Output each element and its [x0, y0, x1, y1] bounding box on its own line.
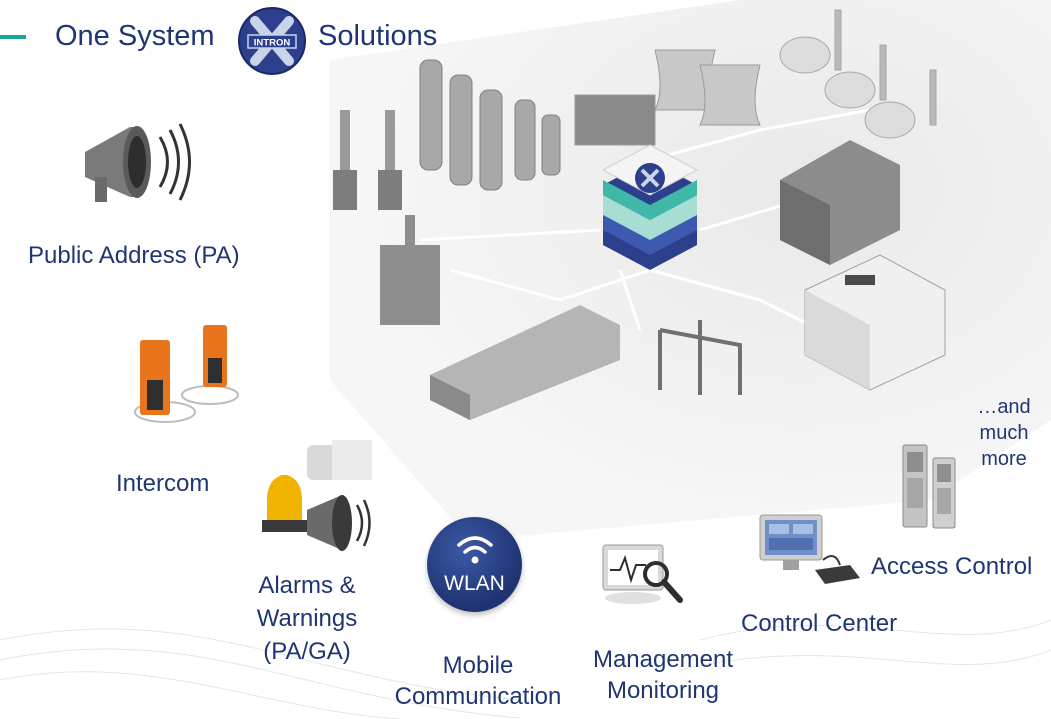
- management-label-line1: Management: [592, 646, 734, 673]
- intercom-icon: [134, 325, 239, 423]
- alarms-label-line1: Alarms &: [258, 572, 356, 599]
- more-label-line2: much: [979, 422, 1029, 444]
- intron-logo-icon: INTRON: [238, 7, 306, 75]
- alarms-label-line3: (PA/GA): [263, 638, 351, 665]
- alarms-label-line2: Warnings: [256, 605, 358, 632]
- wlan-badge-text: WLAN: [444, 572, 505, 595]
- access-control-terminal-icon: [902, 444, 956, 529]
- control-center-console-icon: [759, 514, 860, 584]
- page-title-right: Solutions: [318, 20, 438, 52]
- monitor-magnifier-icon: [602, 544, 683, 604]
- public-address-label: Public Address (PA): [28, 242, 240, 269]
- page-title-left: One System: [55, 20, 215, 52]
- svg-text:INTRON: INTRON: [254, 38, 291, 49]
- more-label-line3: more: [981, 448, 1027, 470]
- wlan-badge: WLAN: [427, 517, 522, 612]
- control-center-label: Control Center: [741, 610, 898, 637]
- alarm-beacon-icon: [262, 440, 372, 551]
- access-control-label: Access Control: [871, 553, 1033, 580]
- management-label-line2: Monitoring: [606, 677, 720, 704]
- wifi-icon: [457, 536, 493, 564]
- more-label-line1: …and: [977, 396, 1031, 418]
- mobile-label-line2: Communication: [394, 683, 562, 710]
- megaphone-icon: [85, 123, 191, 202]
- industrial-plant-illustration: [333, 9, 946, 420]
- title-accent-bar: [0, 35, 26, 39]
- mobile-label-line1: Mobile: [442, 652, 514, 679]
- intercom-label: Intercom: [116, 470, 210, 497]
